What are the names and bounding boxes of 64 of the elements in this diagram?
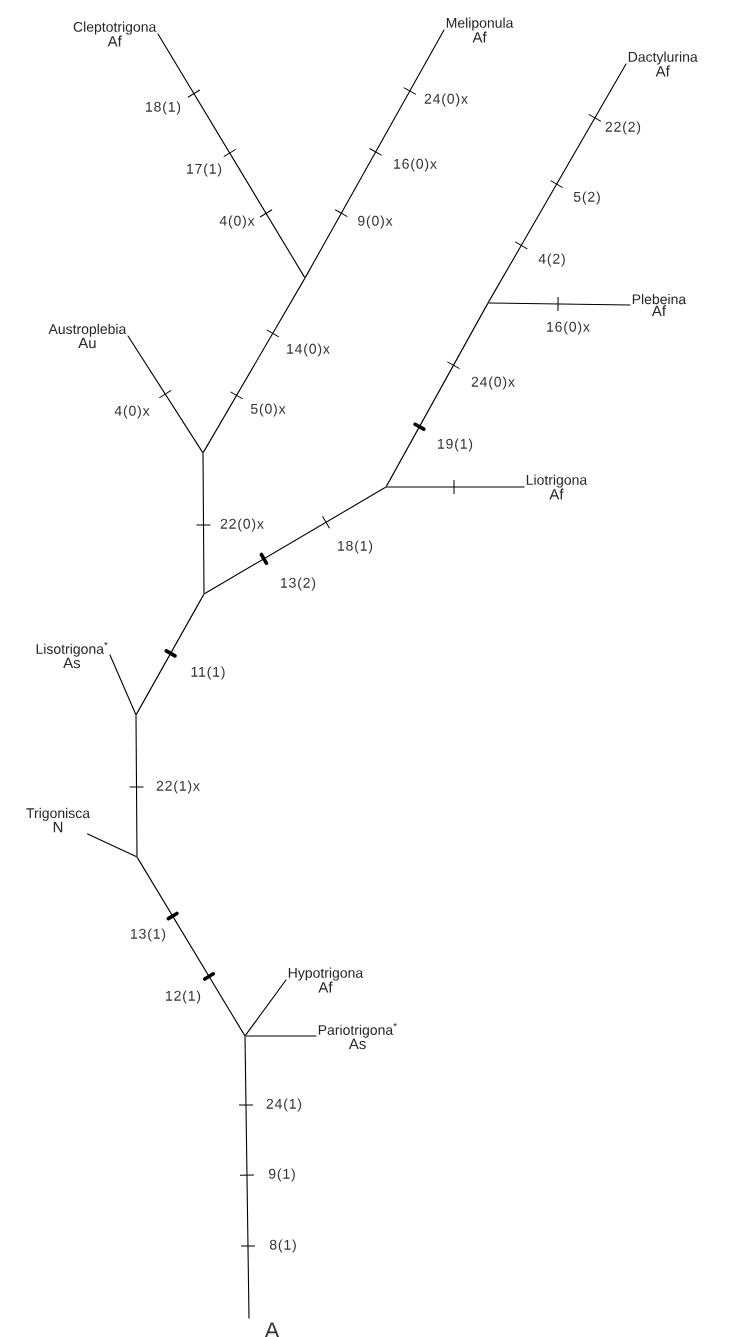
character-label: 11(1) <box>191 666 225 680</box>
taxon-name: Cleptotrigona <box>73 21 157 35</box>
character-label: 12(1) <box>166 990 201 1004</box>
character-label: 5(2) <box>573 191 600 205</box>
region-code: N <box>53 821 63 833</box>
branch-line <box>157 33 306 278</box>
character-label: 24(1) <box>266 1098 302 1112</box>
branch-line <box>202 453 205 594</box>
character-label: 9(0)x <box>358 215 393 229</box>
character-label: 22(2) <box>605 121 641 135</box>
character-label: 9(1) <box>268 1168 295 1182</box>
region-code: Af <box>655 65 670 77</box>
taxon-name: Lisotrigona$^{*}$ <box>36 641 108 657</box>
root-label: A <box>264 1322 280 1337</box>
character-label: 14(0)x <box>287 343 330 357</box>
character-label: 16(0)x <box>394 158 437 172</box>
character-label: 5(0)x <box>250 403 286 417</box>
character-label: 22(1)x <box>156 780 200 794</box>
taxon-name: Pariotrigona$^{*}$ <box>318 1022 397 1038</box>
branch-line <box>136 857 246 1036</box>
region-code: Af <box>318 981 333 993</box>
character-label: 24(0)x <box>424 93 468 107</box>
branch-line <box>87 833 137 858</box>
branch-line <box>385 303 489 487</box>
taxon-name: Austroplebia <box>48 323 127 337</box>
character-label: 16(0)x <box>547 321 590 335</box>
region-code: Af <box>107 35 122 47</box>
character-label: 22(0)x <box>220 518 264 532</box>
character-label: 24(0)x <box>471 376 515 390</box>
branch-line <box>127 335 203 453</box>
branch-line <box>245 979 287 1036</box>
branch-line <box>135 594 205 715</box>
character-label: 13(1) <box>131 928 166 942</box>
taxon-name: Trigonisca <box>26 807 91 821</box>
branch-line <box>245 1035 317 1037</box>
character-label: 8(1) <box>269 1239 296 1253</box>
character-label: 18(1) <box>146 101 181 115</box>
taxon-name: Liotrigona <box>526 474 588 488</box>
region-code: As <box>348 1038 366 1050</box>
taxon-name: Dactylurina <box>628 51 698 65</box>
character-label: 17(1) <box>187 163 222 177</box>
branch-line <box>488 302 631 306</box>
character-label: 19(1) <box>438 438 473 452</box>
taxon-name: Plebeina <box>632 293 687 305</box>
branch-line <box>202 278 306 453</box>
branch-line <box>244 1036 250 1319</box>
branch-line <box>487 63 627 303</box>
branch-line <box>386 486 525 488</box>
branch-line <box>304 29 445 278</box>
character-label: 4(0)x <box>114 405 150 419</box>
character-label: 4(0)x <box>219 215 255 229</box>
branch-line <box>135 715 138 857</box>
region-code: Au <box>78 337 96 349</box>
region-code: Af <box>472 31 487 43</box>
character-label: 18(1) <box>338 540 373 554</box>
taxon-name: Hypotrigona <box>288 967 364 981</box>
region-code: Af <box>549 488 564 500</box>
branch-line <box>204 486 386 595</box>
character-label: 13(2) <box>281 577 316 591</box>
character-label: 4(2) <box>538 253 565 267</box>
region-code: Af <box>651 305 667 317</box>
branch-line <box>109 654 137 715</box>
region-code: As <box>63 657 81 669</box>
taxon-name: Meliponula <box>446 17 514 31</box>
